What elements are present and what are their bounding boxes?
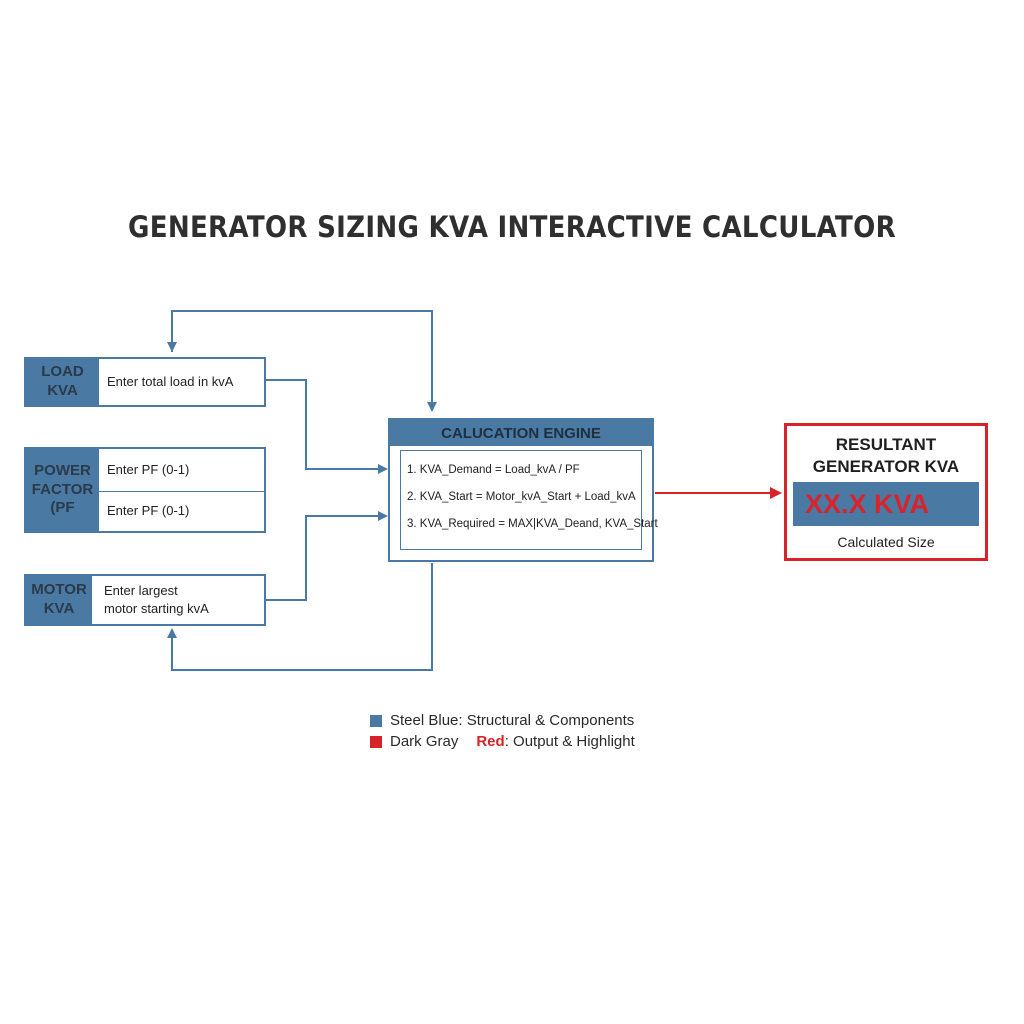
engine-title: CALUCATION ENGINE <box>390 420 652 446</box>
result-title-line2: GENERATOR KVA <box>812 457 960 476</box>
formula-demand: 1. KVA_Demand = Load_kvA / PF <box>407 464 580 476</box>
power-factor-divider <box>99 491 264 492</box>
calculation-engine: CALUCATION ENGINE 1. KVA_Demand = Load_k… <box>388 418 658 562</box>
feedback-bottom-line <box>167 563 433 671</box>
power-factor-label-line2: FACTOR <box>31 480 94 498</box>
motor-kva-input-line1: Enter largest <box>104 582 178 598</box>
motor-kva-input-group: MOTOR KVA Enter largest motor starting k… <box>24 574 266 626</box>
power-factor-input-1[interactable]: Enter PF (0-1) <box>107 461 190 477</box>
legend-red-rest: : Output & Highlight <box>504 733 635 750</box>
red-swatch-icon <box>370 735 382 748</box>
load-kva-input-group: LOAD KVA Enter total load in kvA <box>24 357 266 407</box>
legend-blue-text: Steel Blue: Structural & Components <box>390 712 635 729</box>
legend-gray-text: Dark Gray <box>390 733 459 750</box>
power-factor-input-2[interactable]: Enter PF (0-1) <box>107 503 190 519</box>
motor-kva-label-line2: KVA <box>43 600 75 617</box>
steel-blue-swatch-icon <box>370 714 382 727</box>
legend: Steel Blue: Structural & Components Dark… <box>370 710 635 752</box>
power-factor-label: POWER FACTOR (PF <box>26 449 99 531</box>
motor-kva-label-line1: MOTOR <box>31 581 87 599</box>
page-title: GENERATOR SIZING KVA INTERACTIVE CALCULA… <box>128 210 896 244</box>
result-caption: Calculated Size <box>837 534 935 550</box>
formula-required: 3. KVA_Required = MAX|KVA_Deand, KVA_Sta… <box>407 518 658 530</box>
motor-kva-input[interactable]: Enter largest motor starting kvA <box>92 576 264 624</box>
result-panel: RESULTANT GENERATOR KVA XX.X KVA Calcula… <box>784 423 988 561</box>
load-kva-input[interactable]: Enter total load in kvA <box>107 373 234 389</box>
motor-kva-input-line2: motor starting kvA <box>104 601 209 616</box>
load-to-engine-line <box>266 379 388 474</box>
formula-start: 2. KVA_Start = Motor_kvA_Start + Load_kv… <box>407 491 636 503</box>
result-title-line1: RESULTANT <box>835 435 937 454</box>
power-factor-label-line1: POWER <box>34 461 91 479</box>
legend-red-word: Red <box>476 733 505 750</box>
power-factor-label-line3: (PF <box>50 499 75 517</box>
power-factor-input-group: POWER FACTOR (PF Enter PF (0-1) Enter PF… <box>24 447 266 533</box>
engine-formula-panel: 1. KVA_Demand = Load_kvA / PF 2. KVA_Sta… <box>400 450 658 550</box>
result-value-display: XX.X KVA <box>793 482 979 526</box>
motor-to-engine-line <box>266 511 388 601</box>
legend-row-blue: Steel Blue: Structural & Components <box>370 710 635 731</box>
motor-kva-label: MOTOR KVA <box>26 576 92 624</box>
load-kva-label: LOAD KVA <box>26 359 99 405</box>
result-title: RESULTANT GENERATOR KVA <box>787 434 985 478</box>
legend-row-red: Dark Gray Red : Output & Highlight <box>370 731 635 752</box>
